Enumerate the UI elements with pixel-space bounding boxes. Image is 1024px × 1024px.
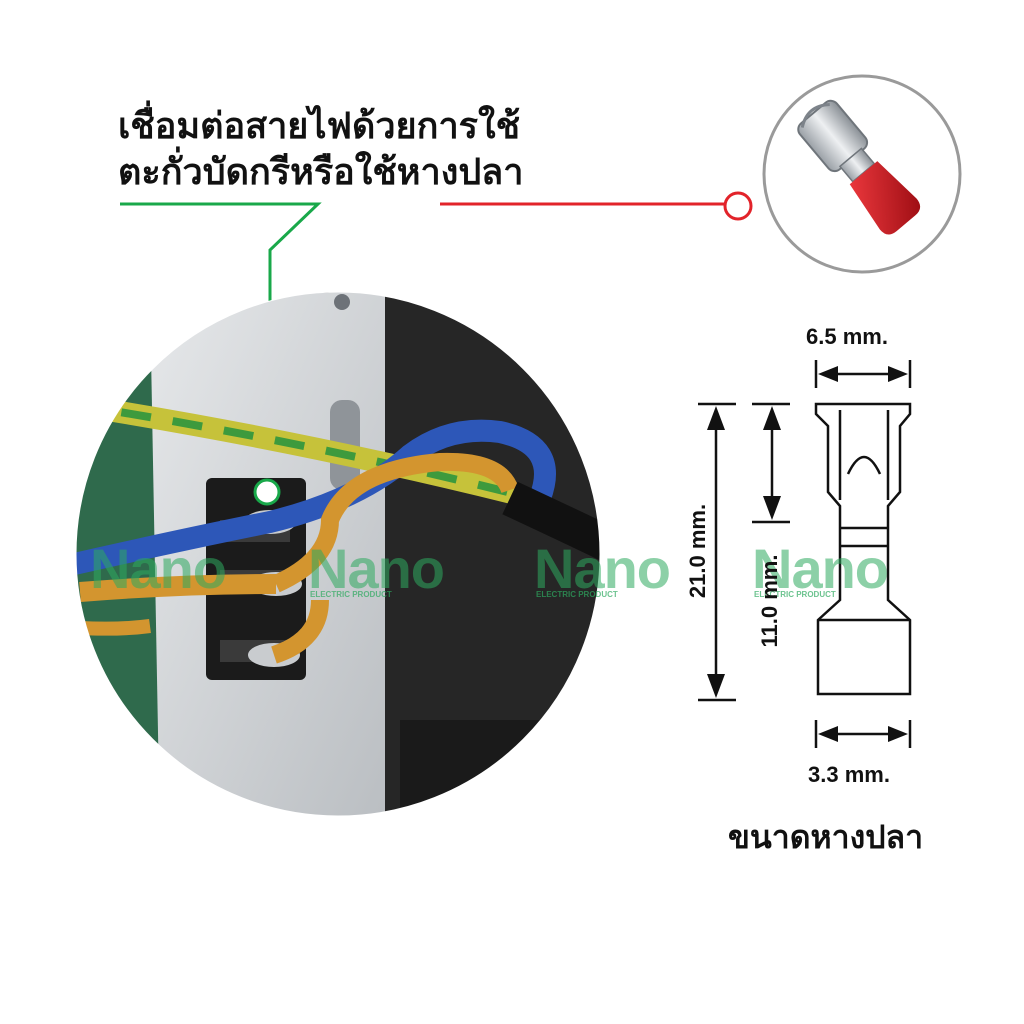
watermark-brand-4: Nano <box>752 537 889 600</box>
watermark-sub-2: ELECTRIC PRODUCT <box>310 590 392 599</box>
watermark-brand-2: Nano <box>308 537 445 600</box>
watermark-sub-3: ELECTRIC PRODUCT <box>536 590 618 599</box>
dimension-top-width: 6.5 mm. <box>806 324 888 349</box>
watermark-brand-3: Nano <box>534 537 671 600</box>
headline-line-1: เชื่อมต่อสายไฟด้วยการใช้ <box>118 106 521 147</box>
photo-frame <box>75 291 601 817</box>
dimension-bottom-width: 3.3 mm. <box>808 762 890 787</box>
wiring-switch-photo <box>76 292 600 816</box>
watermark-sub-4: ELECTRIC PRODUCT <box>754 590 836 599</box>
headline: เชื่อมต่อสายไฟด้วยการใช้ ตะกั่วบัดกรีหรื… <box>118 104 523 196</box>
headline-highlight: หางปลา <box>396 152 524 193</box>
dimension-total-length: 21.0 mm. <box>685 503 710 599</box>
terminal-size-caption: ขนาดหางปลา <box>728 818 924 856</box>
terminal-dimension-drawing <box>698 360 912 748</box>
green-leader-dot <box>253 478 281 506</box>
headline-line-2-text: ตะกั่วบัดกรีหรือใช้ <box>118 152 397 193</box>
watermark-brand-1: Nano <box>90 537 227 600</box>
dimension-socket-length: 11.0 mm. <box>757 554 782 648</box>
red-leader-dot <box>723 191 753 221</box>
headline-line-2: ตะกั่วบัดกรีหรือใช้หางปลา <box>118 150 523 196</box>
female-spade-terminal-icon <box>797 99 921 235</box>
dimension-arrowheads <box>707 366 908 742</box>
